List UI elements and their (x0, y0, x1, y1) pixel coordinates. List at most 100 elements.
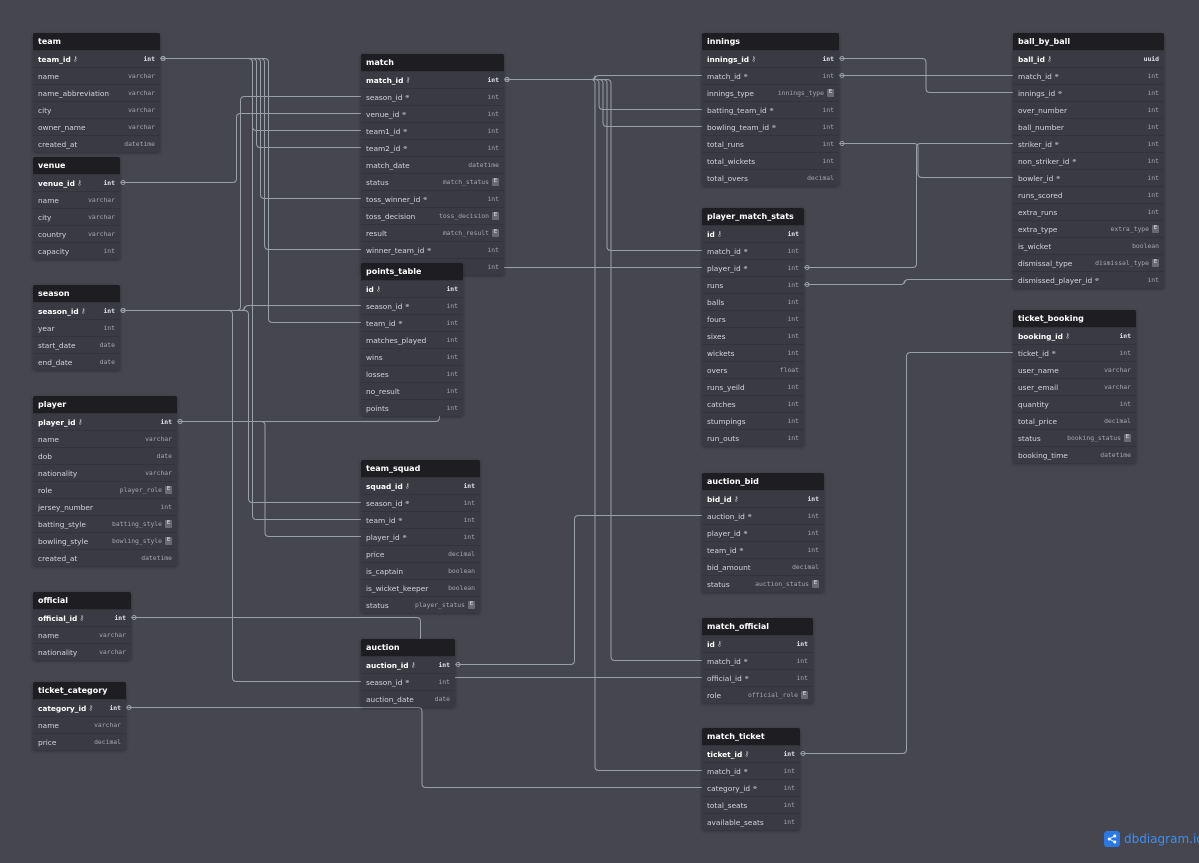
table-field[interactable]: dismissed_player_id⚭int (1013, 271, 1164, 288)
table-field[interactable]: venue_id⚭int (361, 105, 504, 122)
table-field[interactable]: match_id⚭int (702, 67, 839, 84)
table-header[interactable]: auction (361, 639, 455, 656)
table-header[interactable]: team_squad (361, 460, 480, 477)
table-field[interactable]: match_id⚭int (702, 242, 804, 259)
table-field[interactable]: non_striker_id⚭int (1013, 152, 1164, 169)
table-header[interactable]: match_official (702, 618, 813, 635)
table-field[interactable]: official_id⚭int (702, 669, 813, 686)
table-field[interactable]: int (361, 258, 504, 275)
table-field[interactable]: category_id⚭int (702, 779, 800, 796)
table-header[interactable]: match (361, 54, 504, 71)
table-field[interactable]: auction_id⚭int (702, 507, 824, 524)
table-field[interactable]: team_id⚭int (361, 314, 463, 331)
table-field[interactable]: toss_winner_id⚭int (361, 190, 504, 207)
table-field[interactable]: id⚷int (702, 635, 813, 652)
table-field[interactable]: team_id⚭int (702, 541, 824, 558)
table-field[interactable]: season_id⚭int (361, 673, 455, 690)
table-field[interactable]: match_id⚷int (361, 71, 504, 88)
table-header[interactable]: player_match_stats (702, 208, 804, 225)
table-header[interactable]: ticket_booking (1013, 310, 1136, 327)
table-field[interactable]: squad_id⚷int (361, 477, 480, 494)
table-field[interactable]: category_id⚷int (33, 699, 126, 716)
table-field[interactable]: innings_id⚭int (1013, 84, 1164, 101)
table-field[interactable]: team2_id⚭int (361, 139, 504, 156)
table-field[interactable]: id⚷int (361, 280, 463, 297)
brand-logo[interactable]: dbdiagram.io (1104, 831, 1199, 847)
table-field[interactable]: team1_id⚭int (361, 122, 504, 139)
table-field[interactable]: batting_team_id⚭int (702, 101, 839, 118)
table-field[interactable]: team_id⚷int (33, 50, 160, 67)
table-field[interactable]: match_id⚭int (1013, 67, 1164, 84)
table-header[interactable]: ticket_category (33, 682, 126, 699)
table-field[interactable]: bowling_team_id⚭int (702, 118, 839, 135)
table-header[interactable]: official (33, 592, 131, 609)
table-field[interactable]: innings_id⚷int (702, 50, 839, 67)
table-header[interactable]: match_ticket (702, 728, 800, 745)
table-field[interactable]: ticket_id⚭int (1013, 344, 1136, 361)
table-field[interactable]: season_id⚭int (361, 297, 463, 314)
table-header[interactable]: team (33, 33, 160, 50)
table-field[interactable]: match_id⚭int (702, 652, 813, 669)
table-header[interactable]: innings (702, 33, 839, 50)
table-header[interactable]: season (33, 285, 120, 302)
table-header[interactable]: auction_bid (702, 473, 824, 490)
table-field[interactable]: striker_id⚭int (1013, 135, 1164, 152)
table-header[interactable]: player (33, 396, 177, 413)
